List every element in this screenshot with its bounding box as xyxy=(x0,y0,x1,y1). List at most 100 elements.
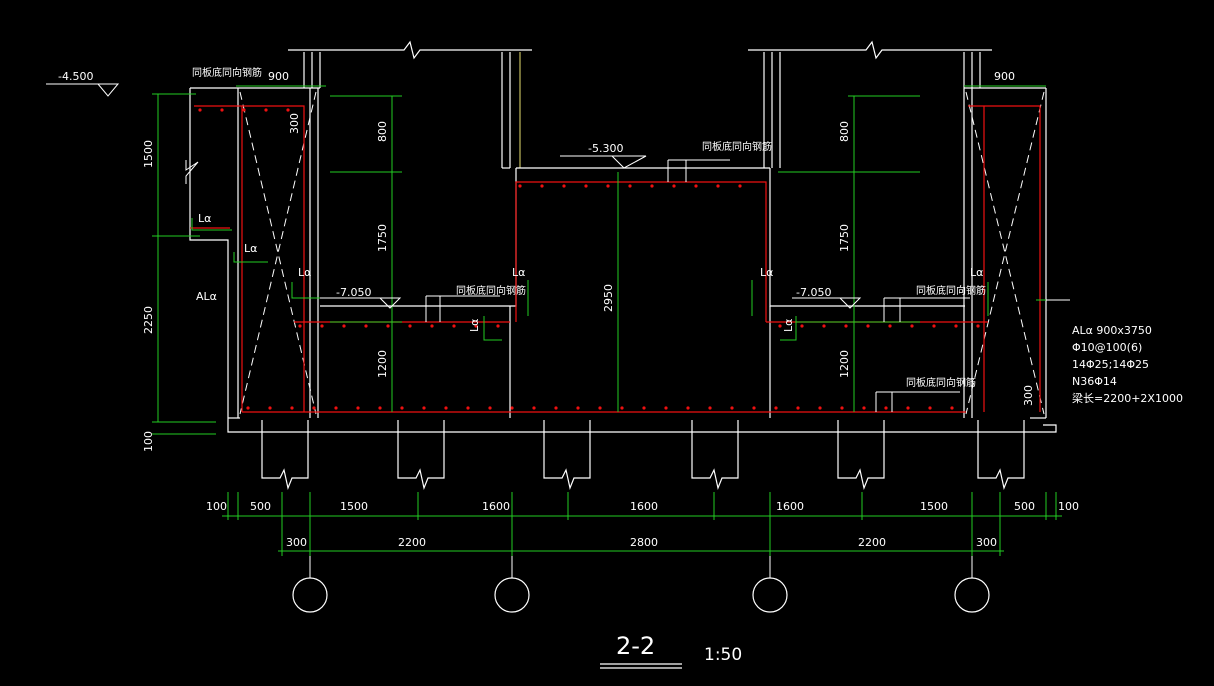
elevation-right-mid: -7.050 xyxy=(796,286,831,299)
dim-row2-0: 300 xyxy=(286,536,307,549)
axis-bubble-2 xyxy=(494,577,530,613)
dim-row2-4: 300 xyxy=(976,536,997,549)
rebar-dot xyxy=(716,184,720,188)
lap-label-6: Lα xyxy=(970,266,983,279)
beam-spec-4: N36Φ14 xyxy=(1072,375,1117,388)
rebar-dot xyxy=(738,184,742,188)
rebar-dot xyxy=(430,324,434,328)
rebar-dot xyxy=(264,108,268,112)
rebar-dot xyxy=(242,108,246,112)
rebar-dot xyxy=(356,406,360,410)
rebar-dot xyxy=(576,406,580,410)
rebar-note-4: 同板底同向钢筋 xyxy=(916,284,986,297)
dim-inner-right-800: 800 xyxy=(838,121,851,142)
lap-label-3: Lα xyxy=(298,266,311,279)
elevation-center: -5.300 xyxy=(588,142,623,155)
beam-spec-1: ALα 900x3750 xyxy=(1072,324,1152,337)
rebar-dot xyxy=(312,406,316,410)
left-outer-wall xyxy=(185,87,320,418)
dim-row1-8: 100 xyxy=(1058,500,1079,513)
rebar-dot xyxy=(540,184,544,188)
dim-top-left-900: 900 xyxy=(268,70,289,83)
rebar-note-5: 同板底同向钢筋 xyxy=(906,376,976,389)
rebar-dot xyxy=(818,406,822,410)
pile-5 xyxy=(837,420,885,491)
rebar-dot xyxy=(672,184,676,188)
rebar-dot xyxy=(334,406,338,410)
rebar-dot xyxy=(686,406,690,410)
lap-label-2: Lα xyxy=(244,242,257,255)
right-outer-wall xyxy=(963,52,1047,419)
beam-spec-5: 梁长=2200+2X1000 xyxy=(1072,391,1183,405)
rebar-dot xyxy=(220,108,224,112)
rebar-dot xyxy=(822,324,826,328)
base-slab xyxy=(227,417,1057,433)
dim-left-100: 100 xyxy=(142,431,155,452)
beam-spec-2: Φ10@100(6) xyxy=(1072,341,1142,354)
dim-inner-left-1200: 1200 xyxy=(376,350,389,378)
dim-inner-right-1200: 1200 xyxy=(838,350,851,378)
dim-left-2250: 2250 xyxy=(142,306,155,334)
rebar-dot xyxy=(444,406,448,410)
rebar-dot xyxy=(800,324,804,328)
rebar-dot xyxy=(730,406,734,410)
rebar-dots xyxy=(198,108,980,410)
rebar-dot xyxy=(954,324,958,328)
elevation-markers xyxy=(46,83,1070,412)
dim-right-300: 300 xyxy=(1022,385,1035,406)
rebar-dot xyxy=(198,108,202,112)
dim-row1-5: 1600 xyxy=(776,500,804,513)
dim-row1-2: 1500 xyxy=(340,500,368,513)
rebar-dot xyxy=(422,406,426,410)
rebar-dot xyxy=(774,406,778,410)
rebar-dot xyxy=(386,324,390,328)
lap-label-8: Lα xyxy=(782,319,795,332)
left-void-x xyxy=(239,91,317,415)
dim-row1-3: 1600 xyxy=(482,500,510,513)
elevation-left-mid: -7.050 xyxy=(336,286,371,299)
dim-row1-7: 500 xyxy=(1014,500,1035,513)
right-void-x xyxy=(965,91,1045,415)
dim-left-300: 300 xyxy=(288,113,301,134)
rebar-dot xyxy=(408,324,412,328)
beam-spec-3: 14Φ25;14Φ25 xyxy=(1072,358,1149,371)
rebar-dot xyxy=(290,406,294,410)
rebar-dot xyxy=(976,324,980,328)
rebar-dot xyxy=(488,406,492,410)
dim-inner-right-1750: 1750 xyxy=(838,224,851,252)
rebar-dot xyxy=(642,406,646,410)
axis-bubble-1 xyxy=(292,577,328,613)
rebar-dot xyxy=(708,406,712,410)
rebar-dot xyxy=(796,406,800,410)
pile-2 xyxy=(397,420,445,491)
rebar-dot xyxy=(862,406,866,410)
rebar-dot xyxy=(840,406,844,410)
rebar-dot xyxy=(584,184,588,188)
rebar-dot xyxy=(246,406,250,410)
rebar-dot xyxy=(884,406,888,410)
dim-row1-4: 1600 xyxy=(630,500,658,513)
rebar-dot xyxy=(844,324,848,328)
dim-row1-1: 500 xyxy=(250,500,271,513)
rebar-dot xyxy=(694,184,698,188)
anchor-label: ALα xyxy=(196,290,217,303)
rebar-dot xyxy=(320,324,324,328)
rebar-dot xyxy=(606,184,610,188)
axis-bubble-4 xyxy=(954,577,990,613)
dim-row2-3: 2200 xyxy=(858,536,886,549)
dim-row2-1: 2200 xyxy=(398,536,426,549)
pile-3 xyxy=(543,420,591,491)
pile-1 xyxy=(261,420,309,491)
rebar-dot xyxy=(510,406,514,410)
dimension-lines xyxy=(152,85,1062,556)
piles xyxy=(261,420,1025,491)
rebar-dot xyxy=(268,406,272,410)
rebar-dot xyxy=(906,406,910,410)
rebar-dot xyxy=(778,324,782,328)
dim-row1-6: 1500 xyxy=(920,500,948,513)
dim-inner-left-800: 800 xyxy=(376,121,389,142)
rebar-dot xyxy=(452,324,456,328)
dim-row1-0: 100 xyxy=(206,500,227,513)
left-upper-column xyxy=(288,40,532,88)
